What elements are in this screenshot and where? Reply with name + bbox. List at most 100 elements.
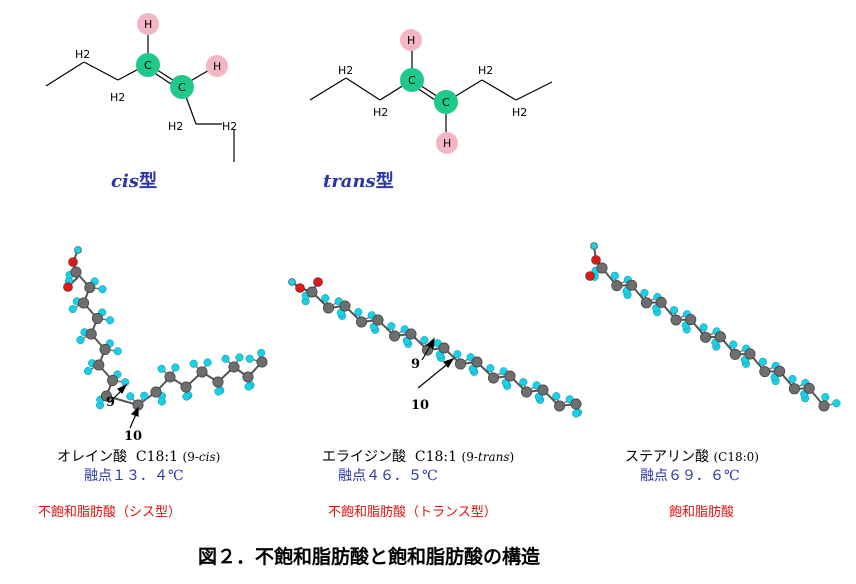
cis-atom-h-right: H (213, 60, 221, 73)
oleic-carbon-atom (228, 361, 240, 373)
oleic-carbon-atom (70, 266, 82, 278)
oleic-classification: 不飽和脂肪酸（シス型） (38, 505, 182, 520)
elaidic-carbon-atom (504, 370, 516, 382)
oleic-hydrogen-atom (83, 366, 93, 376)
stearic-name: ステアリン酸 (C18:0) (625, 449, 759, 465)
oleic-marker-10: 10 (124, 429, 143, 444)
oleic-hydrogen-atom (244, 382, 253, 391)
stearic-oxygen-atom (585, 271, 595, 281)
elaidic-arrowhead-9 (425, 337, 435, 349)
stearic-hydrogen-atom (729, 340, 738, 349)
oleic-carbon-atom (78, 297, 90, 309)
elaidic-hydrogen-atom (453, 350, 462, 359)
cis-atom-c-right: C (178, 81, 186, 94)
elaidic-hydrogen-atom (552, 392, 561, 401)
stearic-carbon-atom (611, 280, 623, 292)
stearic-carbon-atom (685, 314, 697, 326)
trans-hydrogen-bottom (436, 132, 458, 154)
oleic-hydrogen-atom (113, 347, 122, 356)
cis-hydrogen-right (206, 55, 228, 77)
stearic-carbon-atom (818, 400, 830, 412)
stearic-carbon-atom (640, 297, 652, 309)
oleic-name: オレイン酸 C18:1 (9-cis) (57, 449, 221, 465)
oleic-hydrogen-atom (76, 335, 85, 345)
oleic-hydrogen-atom (257, 348, 266, 357)
oleic-carbon-atom (196, 366, 208, 378)
oleic-carbon-atom (150, 386, 162, 398)
elaidic-carbon-atom (322, 302, 334, 314)
oleic-hydrogen-atom (245, 354, 254, 363)
oleic-oxygen-atom (68, 257, 78, 267)
stearic-hydrogen-atom (832, 399, 841, 408)
elaidic-carbon-atom (553, 400, 565, 412)
stearic-carbon-atom (788, 383, 800, 395)
elaidic-melting-point: 融点４６．５℃ (338, 468, 438, 484)
oleic-hydrogen-atom (182, 392, 191, 401)
elaidic-carbon-atom (306, 286, 318, 298)
oleic-melting-point: 融点１３．４℃ (84, 468, 184, 484)
cis-atom-h2-a: H2 (75, 48, 90, 61)
cis-structure (45, 26, 235, 162)
oleic-hydrogen-atom (235, 353, 244, 362)
trans-type-label: trans型 (323, 171, 394, 192)
oleic-hydrogen-atom (157, 397, 166, 406)
cis-hydrogen-top (137, 13, 159, 35)
elaidic-name: エライジン酸 C18:1 (9-trans) (322, 449, 515, 465)
oleic-hydrogen-atom (98, 285, 107, 294)
elaidic-hydrogen-atom (572, 409, 581, 418)
stearic-bonds (589, 245, 837, 407)
elaidic-hydrogen-atom (387, 322, 396, 331)
cis-atom-h-top: H (144, 18, 152, 31)
trans-carbon-left (400, 68, 424, 92)
stearic-hydrogen-atom (758, 357, 767, 366)
elaidic-hydrogen-atom (519, 378, 528, 387)
elaidic-carbon-atom (339, 300, 351, 312)
stearic-carbon-atom (596, 262, 608, 274)
trans-atom-h2-b: H2 (373, 106, 388, 119)
elaidic-hydrogen-atom (321, 294, 330, 303)
elaidic-oxygen-atom (313, 277, 323, 287)
stearic-carbon-atom (626, 279, 638, 291)
oleic-carbon-atom (242, 371, 254, 383)
elaidic-classification: 不飽和脂肪酸（トランス型） (328, 505, 497, 520)
oleic-hydrogen-atom (189, 359, 198, 368)
oleic-bonds (67, 249, 263, 406)
oleic-carbon-atom (99, 343, 111, 355)
stearic-carbon-atom (759, 366, 771, 378)
elaidic-marker-10: 10 (411, 398, 430, 413)
oleic-hydrogens (64, 270, 266, 410)
oleic-marker-9: 9 (106, 395, 116, 410)
elaidic-carbon-atom (487, 372, 499, 384)
trans-hydrogen-top (400, 29, 422, 51)
oleic-oxygen-atom (63, 282, 73, 292)
oleic-carbon-atom (84, 281, 96, 293)
oleic-hydrogen-atom (203, 358, 212, 367)
stearic-hydrogen-atom (610, 271, 619, 280)
elaidic-carbon-atom (537, 384, 549, 396)
elaidic-carbon-atom (438, 342, 450, 354)
trans-atom-c-right: C (442, 96, 450, 109)
stearic-acid-model (585, 242, 841, 412)
stearic-carbon-atom (729, 348, 741, 360)
figure-caption: 図２．不飽和脂肪酸と飽和脂肪酸の構造 (198, 546, 541, 568)
trans-carbon-right (434, 90, 458, 114)
cis-atom-c-left: C (144, 59, 152, 72)
elaidic-carbons (288, 277, 582, 412)
oleic-carbon-atom (180, 381, 192, 393)
trans-atom-h2-a: H2 (338, 64, 353, 77)
elaidic-carbon-atom (471, 356, 483, 368)
elaidic-carbon-atom (372, 314, 384, 326)
elaidic-head-atom (288, 278, 296, 286)
stearic-hydrogen-atom (699, 323, 708, 332)
cis-carbon-left (136, 53, 160, 77)
elaidic-hydrogen-atom (354, 308, 363, 317)
trans-atom-h-bottom: H (443, 137, 451, 150)
stearic-hydrogens (590, 266, 841, 408)
elaidic-arrow-10 (417, 361, 451, 389)
stearic-carbon-atom (655, 296, 667, 308)
oleic-arrowhead-10 (130, 406, 139, 417)
elaidic-carbon-atom (454, 358, 466, 370)
oleic-carbon-atom (85, 328, 97, 340)
